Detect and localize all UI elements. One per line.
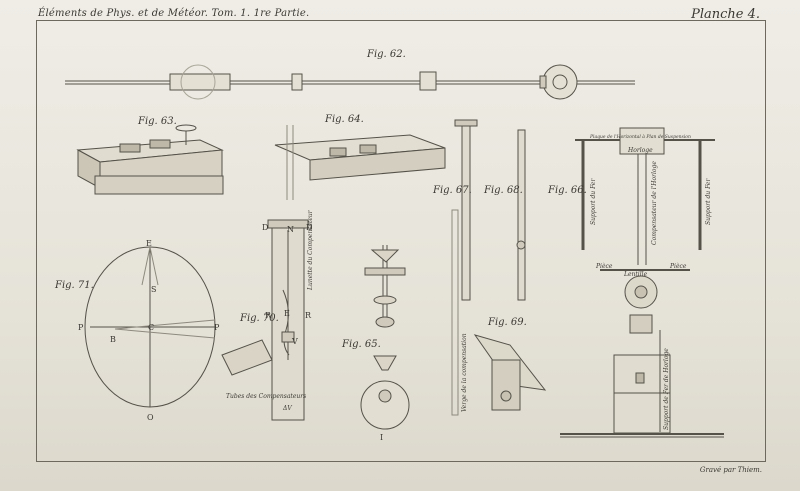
support-left-label: Support du Fer — [590, 178, 597, 225]
point-d-right: D — [306, 223, 312, 232]
point-e-mid: E — [284, 309, 290, 318]
point-o: O — [147, 413, 154, 422]
point-p-right: P — [214, 323, 220, 332]
fig65-bulb-drawing — [360, 245, 410, 430]
fig69-clamp-drawing — [473, 334, 547, 411]
point-c: C — [148, 323, 154, 332]
delta-v-label: ΔV — [282, 405, 292, 412]
point-v: V — [291, 337, 298, 346]
lentille-label: Lentille — [623, 271, 648, 278]
fig67-68-rods-drawing — [451, 119, 526, 416]
point-b: B — [110, 335, 116, 344]
tubes-compensateurs-label: Tubes des Compensateurs — [226, 393, 306, 400]
point-r-right: R — [305, 311, 312, 320]
horloge-label: Horloge — [627, 147, 653, 154]
engraver-credit: Gravé par Thiem. — [699, 466, 762, 474]
plate-header-left: Éléments de Phys. et de Météor. Tom. 1. … — [38, 8, 310, 19]
fig71-label: Fig. 71. — [54, 280, 94, 291]
support-right-label: Support du Fer — [705, 178, 712, 225]
point-d-left: D — [262, 223, 268, 232]
compensateur-label: Compensateur de l'Horloge — [651, 161, 658, 245]
lunette-compensateur-label: Lunette du Compensateur — [307, 209, 314, 291]
fig65-label: Fig. 65. — [341, 339, 381, 350]
fig63-label: Fig. 63. — [137, 116, 177, 127]
fig67-label: Fig. 67. — [432, 185, 472, 196]
point-n: N — [287, 225, 294, 234]
point-r-left: R — [265, 311, 272, 320]
fig70-label: Fig. 70. — [239, 313, 279, 324]
verge-label: Verge de la compensation — [461, 333, 468, 412]
fig70-compensator-drawing — [221, 219, 309, 421]
fig63-block-drawing — [76, 124, 224, 195]
point-p-left: P — [78, 323, 84, 332]
fig69-label: Fig. 69. — [487, 317, 527, 328]
plate-frame — [36, 20, 766, 462]
fig64-label: Fig. 64. — [324, 114, 364, 125]
point-e-top: E — [146, 239, 152, 248]
fig66-label: Fig. 66. — [547, 185, 587, 196]
piece-right-label: Pièce — [669, 263, 687, 270]
point-s: S — [151, 285, 156, 294]
plaque-label: Plaque de l'Horizontal à Plan de Suspens… — [589, 133, 691, 140]
fig62-rod-drawing — [65, 64, 635, 100]
fig64-frame-drawing — [274, 125, 446, 200]
fig68-label: Fig. 68. — [483, 185, 523, 196]
fig62-label: Fig. 62. — [366, 49, 406, 60]
fig66-clock-stand-drawing — [560, 127, 724, 438]
piece-left-label: Pièce — [595, 263, 613, 270]
plate-number: Planche 4. — [691, 7, 760, 22]
support-bottom-label: Support de Fer de Horloge — [663, 348, 670, 430]
fig71-ellipse-drawing — [84, 246, 216, 408]
point-i: I — [380, 433, 383, 442]
